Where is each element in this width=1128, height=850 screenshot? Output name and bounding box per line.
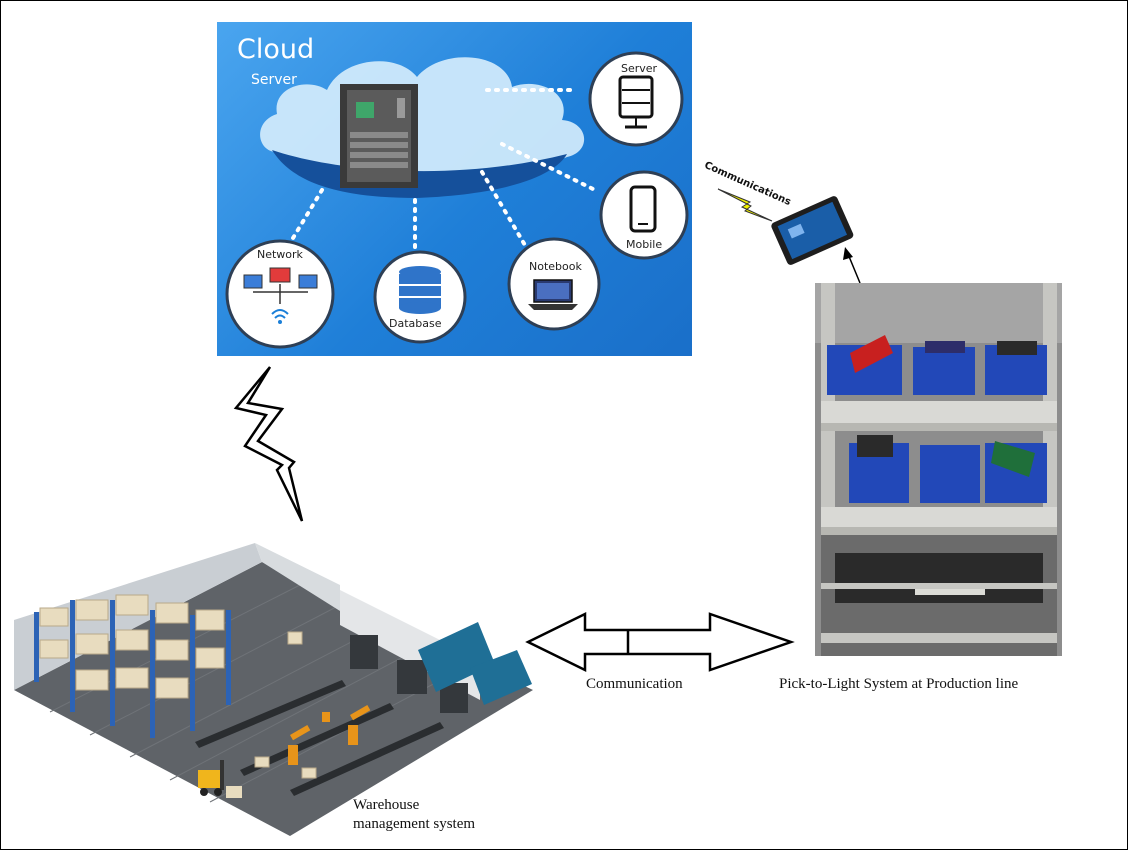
- warehouse-caption-line2: management system: [353, 816, 476, 832]
- warehouse-caption: Warehouse management system: [353, 796, 475, 834]
- cloud-server-panel: Server Mobile Network: [217, 22, 692, 356]
- cloud-connectors: [285, 88, 597, 256]
- tablet-icon: [771, 196, 854, 265]
- notebook-node-icon: [507, 237, 601, 331]
- photo-to-tablet-arrow: [843, 247, 861, 284]
- notebook-node-label: Notebook: [529, 260, 582, 273]
- cloud-title: Cloud: [237, 34, 315, 65]
- warehouse-illustration: [14, 543, 533, 836]
- server-tower-icon: [340, 84, 418, 188]
- communication-double-arrow: [525, 611, 795, 673]
- pick-to-light-photo: [815, 283, 1062, 656]
- lightning-bolt-icon: [233, 366, 304, 522]
- warehouse-caption-line1: Warehouse: [353, 797, 420, 813]
- server-node-label: Server: [621, 62, 658, 75]
- server-node-icon: [588, 51, 684, 147]
- pick-to-light-caption: Pick-to-Light System at Production line: [779, 676, 1019, 692]
- mobile-node-icon: [599, 170, 689, 260]
- database-node-icon: [373, 250, 467, 344]
- network-node-label: Network: [257, 248, 304, 261]
- communication-label: Communication: [586, 676, 683, 692]
- small-lightning-icon: [717, 188, 773, 222]
- network-node-icon: [225, 239, 335, 349]
- mobile-node-label: Mobile: [626, 238, 662, 251]
- database-node-label: Database: [389, 317, 442, 330]
- cloud-subtitle: Server: [251, 72, 297, 88]
